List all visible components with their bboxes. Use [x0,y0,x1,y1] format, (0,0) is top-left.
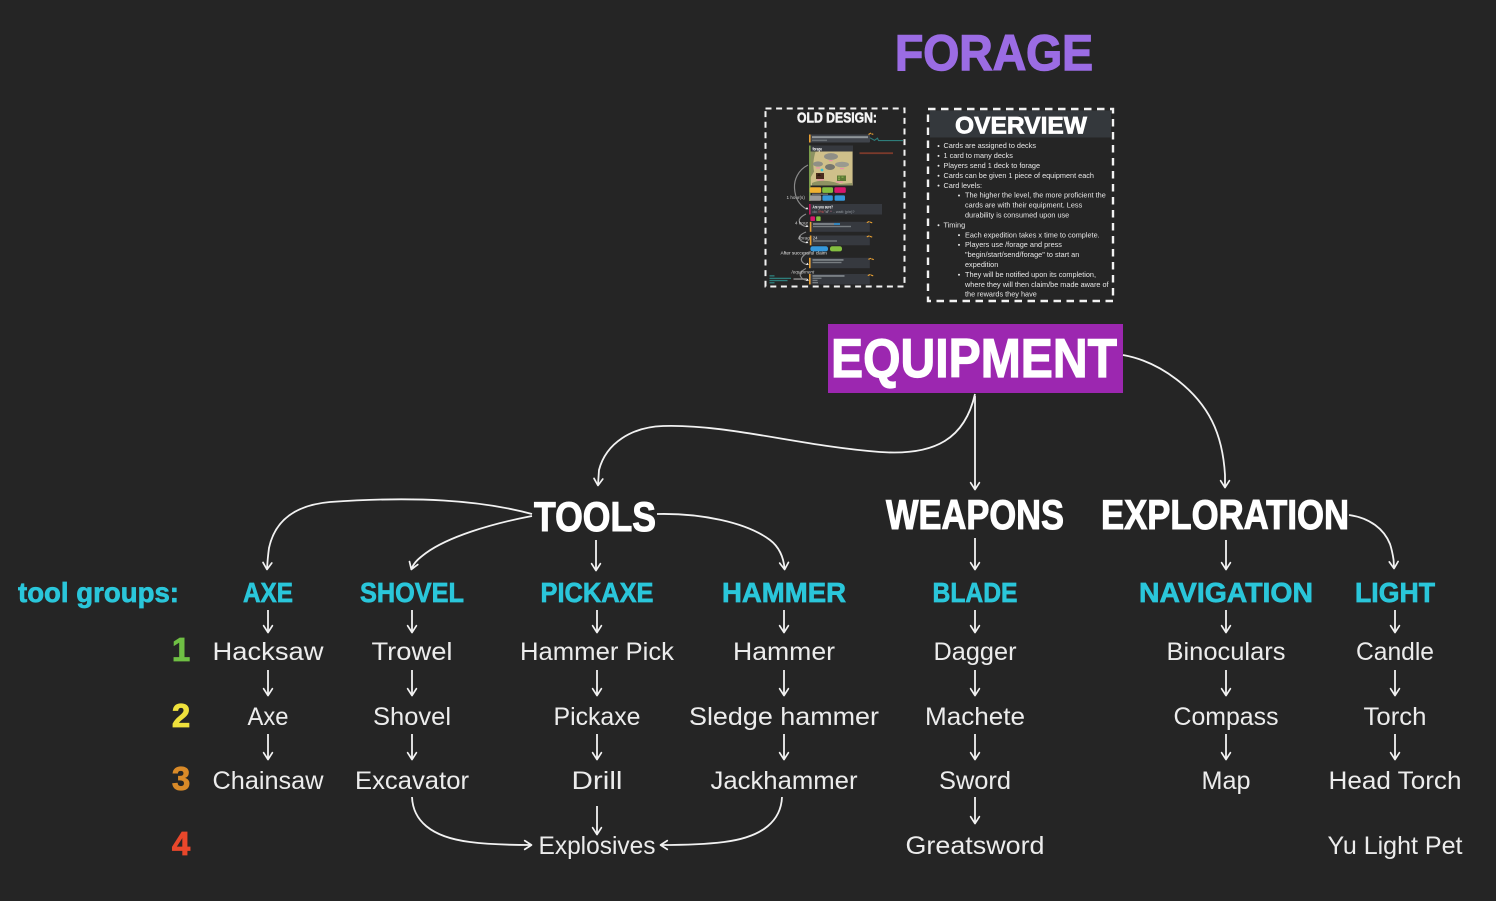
svg-text:Axe: Axe [248,703,289,731]
svg-text:AXE: AXE [243,577,293,608]
svg-text:Timing: Timing [944,220,966,229]
svg-text:The higher the level, the more: The higher the level, the more proficien… [965,191,1106,200]
svg-text:Machete: Machete [925,703,1025,731]
svg-text:Hammer: Hammer [733,638,835,666]
svg-text:Card levels:: Card levels: [944,181,983,190]
svg-text:/equipment: /equipment [791,270,815,275]
svg-text:1 card to many decks: 1 card to many decks [944,151,1014,160]
svg-text:They will be notified upon its: They will be notified upon its completio… [965,270,1096,279]
svg-text:LIGHT: LIGHT [1355,577,1435,608]
svg-text:Drill: Drill [572,767,623,795]
svg-text:Hacksaw: Hacksaw [213,638,325,666]
svg-text:OLD DESIGN:: OLD DESIGN: [797,110,877,127]
svg-text:Cards can be given 1 piece of: Cards can be given 1 piece of equipment … [944,171,1095,180]
svg-text:Pickaxe: Pickaxe [554,703,641,731]
svg-text:Are you sure?: Are you sure? [813,205,834,210]
svg-text:Hammer Pick: Hammer Pick [520,638,675,666]
svg-text:Dagger: Dagger [934,638,1017,666]
svg-text:Yu Light Pet: Yu Light Pet [1328,832,1463,860]
svg-text:"begin/start/send/forage" to s: "begin/start/send/forage" to start an [965,250,1079,259]
svg-text:FORAGE: FORAGE [895,25,1093,81]
svg-text:After successful claim: After successful claim [781,251,827,257]
svg-text:the rewards they have: the rewards they have [965,290,1037,299]
svg-text:BLADE: BLADE [933,577,1018,608]
svg-text:Compass: Compass [1174,703,1279,731]
svg-text:Map: Map [1202,767,1251,795]
svg-text:Shovel: Shovel [373,703,451,731]
svg-text:Excavator: Excavator [355,767,469,795]
svg-text:4: 4 [172,825,191,862]
svg-text:WEAPONS: WEAPONS [886,491,1064,538]
svg-text:2: 2 [172,697,190,734]
svg-text:24: 24 [813,235,818,240]
svg-text:Players use /forage and press: Players use /forage and press [965,240,1062,249]
svg-text:SHOVEL: SHOVEL [360,577,464,608]
svg-text:OVERVIEW: OVERVIEW [955,113,1087,140]
svg-text:Candle: Candle [1356,638,1434,666]
svg-text:cards are with their equipment: cards are with their equipment. Less [965,201,1083,210]
svg-text:where they will then claim/be: where they will then claim/be made aware… [964,280,1110,289]
svg-text:Trowel: Trowel [372,638,453,666]
svg-text:Sword: Sword [939,767,1011,795]
svg-text:do /!%/"d" * .. wait: (y/n)?: do /!%/"d" * .. wait: (y/n)? [813,210,855,214]
svg-text:HAMMER: HAMMER [722,577,846,608]
svg-text:Explosives: Explosives [539,832,656,860]
svg-text:Players send 1 deck to forage: Players send 1 deck to forage [944,161,1041,170]
svg-text:Binoculars: Binoculars [1167,638,1286,666]
svg-text:TOOLS: TOOLS [534,493,656,540]
svg-text:/forage: /forage [797,235,813,240]
svg-text:Greatsword: Greatsword [906,832,1045,860]
svg-text:NAVIGATION: NAVIGATION [1139,577,1313,608]
svg-text:PICKAXE: PICKAXE [541,577,654,608]
svg-text:3: 3 [172,760,190,797]
svg-text:EXPLORATION: EXPLORATION [1101,491,1349,538]
svg-text:expedition: expedition [965,260,998,269]
svg-text:durability is consumed upon us: durability is consumed upon use [965,211,1069,220]
svg-text:Torch: Torch [1364,703,1427,731]
svg-text:forage: forage [813,146,823,151]
svg-text:Cards are assigned to decks: Cards are assigned to decks [944,141,1037,150]
svg-text:Chainsaw: Chainsaw [213,767,325,795]
svg-text:Head Torch: Head Torch [1329,767,1462,795]
svg-text:EQUIPMENT: EQUIPMENT [831,327,1117,389]
svg-text:1: 1 [172,631,190,668]
svg-text:4 hour: 4 hour [795,221,808,226]
svg-text:tool groups:: tool groups: [18,577,179,608]
svg-text:Each expedition takes x time t: Each expedition takes x time to complete… [965,230,1100,239]
svg-text:Jackhammer: Jackhammer [711,767,858,795]
svg-text:Sledge hammer: Sledge hammer [689,703,879,731]
